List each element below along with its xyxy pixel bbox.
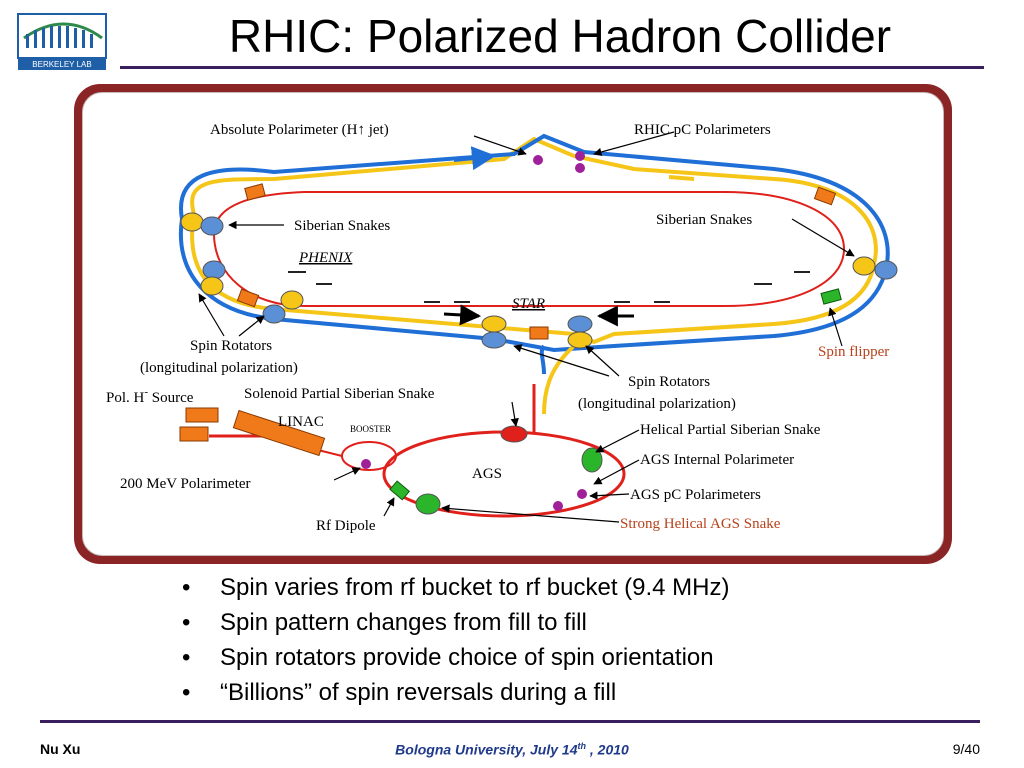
rhic-diagram: Absolute Polarimeter (H↑ jet) RHIC pC Po… [106, 122, 898, 534]
label-linac: LINAC [278, 414, 324, 430]
bullet-text: Spin pattern changes from fill to fill [220, 609, 587, 636]
star-beam-arrow [443, 304, 482, 326]
label-spin-rotators-left-2: (longitudinal polarization) [140, 360, 298, 376]
rotator-block [244, 183, 266, 201]
rotator-block [236, 288, 260, 308]
bullet-item: • Spin varies from rf bucket to rf bucket… [178, 570, 978, 605]
polarimeters [361, 151, 587, 511]
label-ags-pc-polarimeters: AGS pC Polarimeters [630, 487, 761, 503]
label-ags-internal-polarimeter: AGS Internal Polarimeter [640, 452, 794, 468]
bullet-text: Spin rotators provide choice of spin ori… [220, 644, 714, 671]
bullet-text: Spin varies from rf bucket to rf bucket … [220, 574, 730, 601]
label-siberian-snakes-right: Siberian Snakes [656, 212, 752, 228]
bullet-dot: • [182, 609, 191, 636]
label-200mev-polarimeter: 200 MeV Polarimeter [120, 476, 251, 492]
spin-rotators-star [481, 315, 593, 349]
siberian-snakes-left [180, 212, 304, 324]
label-arrows [198, 131, 855, 523]
spin-flipper-block [820, 288, 842, 305]
bullet-item: • Spin pattern changes from fill to fill [178, 605, 978, 640]
bullet-list: • Spin varies from rf bucket to rf bucket… [178, 570, 978, 710]
label-solenoid-snake: Solenoid Partial Siberian Snake [244, 386, 435, 402]
rotator-block [813, 186, 837, 206]
footer-divider [40, 720, 980, 723]
blue-ring [178, 133, 890, 353]
label-star: STAR [512, 296, 545, 312]
label-helical-snake: Helical Partial Siberian Snake [640, 422, 821, 438]
label-spin-rotators-right-1: Spin Rotators [628, 374, 710, 390]
label-phenix: PHENIX [298, 250, 353, 266]
slide-title: RHIC: Polarized Hadron Collider [228, 10, 892, 62]
logo-text: BERKELEY LAB [32, 60, 91, 69]
transfer-line-yellow [542, 344, 576, 415]
pol-source-block-2 [179, 426, 209, 442]
rotator-block [529, 326, 549, 340]
linac-block [232, 409, 326, 457]
ring-magnets [288, 271, 810, 303]
siberian-snakes-right [852, 256, 898, 280]
label-siberian-snakes-left: Siberian Snakes [294, 218, 390, 234]
label-rf-dipole: Rf Dipole [316, 518, 376, 534]
transfer-line-blue [539, 344, 546, 375]
bullet-text: “Billions” of spin reversals during a fi… [220, 679, 617, 706]
footer-author: Nu Xu [40, 741, 81, 757]
rf-dipole-block [389, 480, 411, 501]
label-spin-rotators-left-1: Spin Rotators [190, 338, 272, 354]
pol-source-block-1 [185, 407, 219, 423]
label-rhic-pc-polarimeters: RHIC pC Polarimeters [634, 122, 771, 138]
footer-event: Bologna University, July 14th , 2010 [395, 741, 629, 758]
bullet-dot: • [182, 574, 191, 601]
bullet-dot: • [182, 679, 191, 706]
label-spin-flipper: Spin flipper [818, 344, 889, 360]
bullet-item: • “Billions” of spin reversals during a f… [178, 675, 978, 710]
title-divider [120, 66, 984, 69]
label-booster: BOOSTER [350, 424, 391, 434]
bullet-item: • Spin rotators provide choice of spin or… [178, 640, 978, 675]
footer-page-number: 9/40 [952, 741, 980, 757]
berkeley-lab-logo: BERKELEY LAB [17, 13, 107, 70]
label-spin-rotators-right-2: (longitudinal polarization) [578, 396, 736, 412]
bullet-dot: • [182, 644, 191, 671]
yellow-direction-arrow [668, 175, 695, 181]
red-inner-ring [212, 191, 846, 307]
blue-direction-arrow [453, 146, 496, 171]
label-ags: AGS [472, 466, 502, 482]
label-absolute-polarimeter: Absolute Polarimeter (H↑ jet) [210, 122, 389, 138]
label-pol-source: Pol. H- Source [106, 386, 194, 406]
label-strong-helical-snake: Strong Helical AGS Snake [620, 516, 781, 532]
